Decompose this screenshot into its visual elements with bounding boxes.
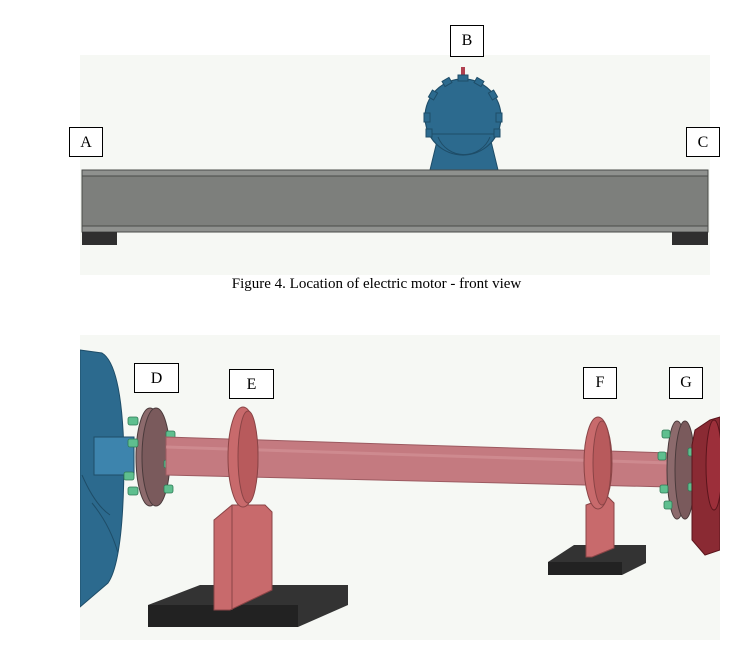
beam-web xyxy=(81,175,709,227)
motor-fins xyxy=(423,74,503,138)
motor-body xyxy=(80,349,135,608)
scene-background xyxy=(80,55,710,275)
motor-lower-arc xyxy=(437,136,491,156)
beam-top-flange xyxy=(81,169,709,177)
motor-terminal xyxy=(461,67,465,79)
electric-motor xyxy=(423,67,503,171)
label-f: F xyxy=(583,367,617,399)
motor-shaft-stub xyxy=(93,436,135,476)
motor-housing xyxy=(424,78,502,156)
label-d: D xyxy=(134,363,179,393)
shaft-assembly-scene xyxy=(80,335,720,640)
label-c: C xyxy=(686,127,720,157)
label-a: A xyxy=(69,127,103,157)
label-b: B xyxy=(450,25,484,57)
support-pad-left xyxy=(82,232,117,245)
front-view-scene xyxy=(80,55,710,275)
coupling-flange-right xyxy=(657,416,720,556)
steel-beam xyxy=(81,169,709,233)
label-g: G xyxy=(669,367,703,399)
beam-bottom-flange xyxy=(81,225,709,233)
bearing-f xyxy=(548,416,646,575)
label-e: E xyxy=(229,369,274,399)
figure-caption: Figure 4. Location of electric motor - f… xyxy=(231,276,522,292)
support-pad-right xyxy=(672,232,708,245)
bearing-e xyxy=(148,406,348,627)
